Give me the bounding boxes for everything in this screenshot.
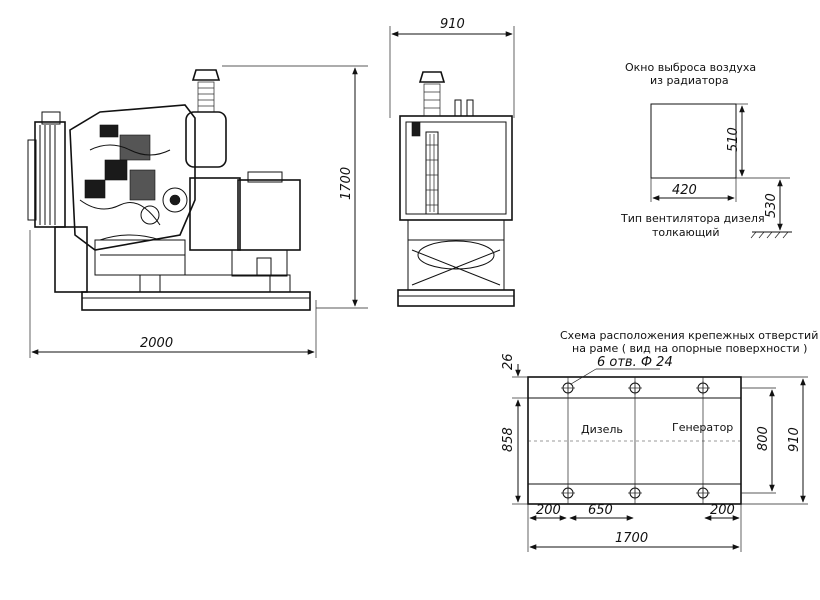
- radiator-outlet-rect: [650, 103, 737, 179]
- ground-symbol: [750, 231, 792, 239]
- radiator-title-line2: из радиатора: [650, 74, 729, 87]
- generator-label: Генератор: [672, 421, 733, 434]
- side-view: 2000 1700: [27, 65, 368, 358]
- mounting-holes: [561, 381, 710, 500]
- radiator-width-label: 420: [672, 183, 697, 198]
- dimension-1700: 1700: [222, 65, 368, 309]
- radiator-outlet: Окно выброса воздуха из радиатора 420 51…: [620, 61, 792, 239]
- engine-body: [69, 104, 196, 276]
- dim-left-height-label: 858: [501, 427, 516, 452]
- dim-right-offset-label: 200: [710, 503, 735, 518]
- front-view: 910: [389, 17, 515, 307]
- radiator-title-line1: Окно выброса воздуха: [625, 61, 756, 74]
- dimension-910-front: 910: [389, 17, 515, 118]
- mounting-title-line2: на раме ( вид на опорные поверхности ): [572, 342, 807, 355]
- frame-outline: [527, 376, 742, 505]
- diesel-label: Дизель: [581, 423, 623, 436]
- air-filter: [185, 69, 227, 168]
- side-height-label: 1700: [339, 167, 354, 200]
- base-frame: [81, 274, 311, 311]
- holes-note: 6 отв. Ф 24: [597, 355, 673, 370]
- dim-total-length-label: 1700: [615, 531, 648, 546]
- radiator-block: [27, 111, 88, 293]
- dimension-2000: 2000: [29, 230, 317, 358]
- fan-type-line2: толкающий: [652, 226, 719, 239]
- dim-edge-top-label: 26: [501, 353, 516, 370]
- dim-spacing-label: 650: [588, 503, 613, 518]
- fan-type-line1: Тип вентилятора дизеля: [620, 212, 765, 225]
- dim-inner-height-label: 800: [756, 426, 771, 451]
- mounting-title-line1: Схема расположения крепежных отверстий: [560, 329, 818, 342]
- dim-outer-height-label: 910: [787, 427, 802, 452]
- radiator-elevation-label: 530: [764, 193, 779, 218]
- side-length-label: 2000: [140, 336, 173, 351]
- generator: [189, 171, 301, 277]
- dim-left-offset-label: 200: [536, 503, 561, 518]
- mounting-scheme: Схема расположения крепежных отверстий н…: [501, 329, 818, 552]
- radiator-height-label: 510: [726, 127, 741, 152]
- front-width-label: 910: [440, 17, 465, 32]
